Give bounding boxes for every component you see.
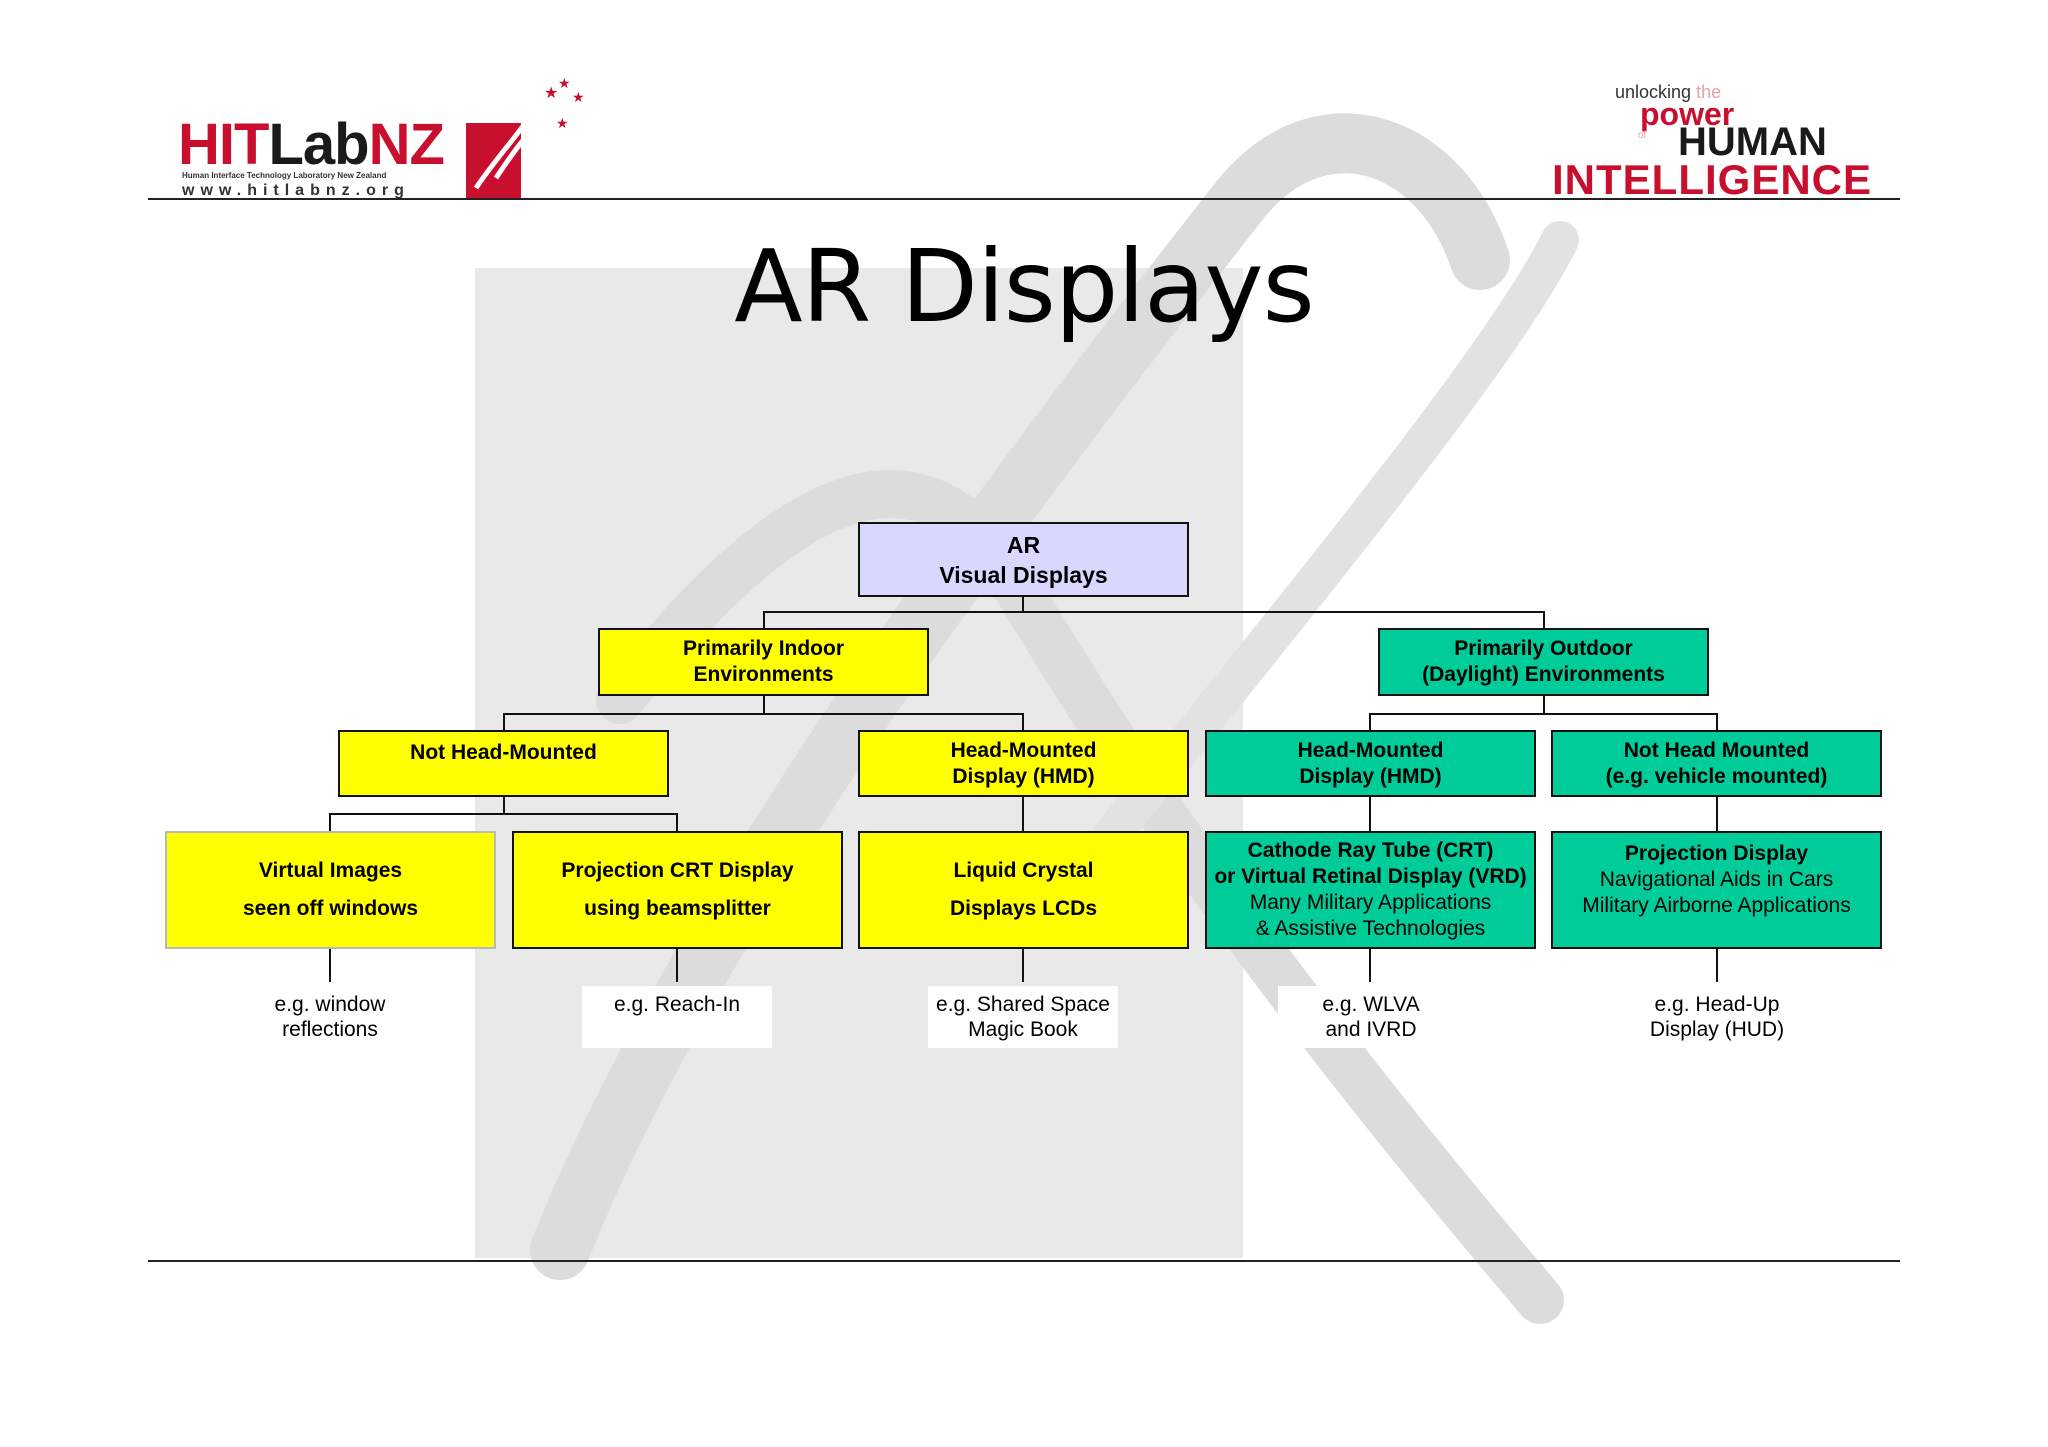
logo-line-unlocking: unlocking the	[1615, 82, 1721, 103]
example-shared-space: e.g. Shared Space Magic Book	[928, 986, 1118, 1048]
node-not-head-mounted: Not Head-Mounted	[338, 730, 669, 797]
example-text: and IVRD	[1325, 1018, 1417, 1041]
logo-text-hit: HIT	[178, 112, 269, 177]
example-text: Display (HUD)	[1649, 1018, 1785, 1041]
logo-of-text: of	[1638, 130, 1647, 141]
node-text: Not Head Mounted	[1623, 738, 1810, 762]
svg-text:★: ★	[556, 115, 569, 131]
example-text: e.g. window	[274, 993, 386, 1016]
node-text: Projection Display	[1624, 842, 1809, 865]
node-text: Primarily Indoor	[682, 637, 845, 660]
node-text: (Daylight) Environments	[1422, 663, 1665, 686]
example-reach-in: e.g. Reach-In	[582, 986, 772, 1048]
node-text: & Assistive Technologies	[1255, 917, 1486, 940]
logo-power-text: power	[1640, 96, 1735, 132]
logo-the-text: the	[1696, 82, 1722, 102]
node-text: or Virtual Retinal Display (VRD)	[1214, 865, 1527, 888]
node-text: Navigational Aids in Cars	[1599, 868, 1834, 891]
node-text: (e.g. vehicle mounted)	[1605, 764, 1828, 788]
node-hmd-indoor: Head-Mounted Display (HMD)	[858, 730, 1189, 797]
node-text: Military Airborne Applications	[1582, 894, 1851, 917]
node-text: using beamsplitter	[584, 897, 771, 920]
node-primarily-indoor: Primarily Indoor Environments	[598, 628, 929, 696]
node-text: Many Military Applications	[1249, 891, 1492, 914]
node-not-head-mounted-outdoor: Not Head Mounted (e.g. vehicle mounted)	[1551, 730, 1882, 797]
logo-text-lab: Lab	[268, 112, 369, 177]
example-text: e.g. Head-Up	[1654, 993, 1780, 1016]
node-projection-display: Projection Display Navigational Aids in …	[1551, 831, 1882, 949]
node-text: Head-Mounted	[950, 738, 1097, 762]
unlocking-power-logo: unlocking the power of HUMAN INTELLIGENC…	[1540, 78, 1900, 203]
guitar-figure-icon: ★ ★ ★ ★	[466, 78, 585, 198]
node-text: Virtual Images	[258, 859, 403, 882]
node-hmd-outdoor: Head-Mounted Display (HMD)	[1205, 730, 1536, 797]
hitlabnz-wordmark: HITLabNZ	[178, 116, 445, 174]
node-liquid-crystal: Liquid Crystal Displays LCDs	[858, 831, 1189, 949]
node-text: Projection CRT Display	[561, 859, 794, 882]
example-text: Magic Book	[968, 1018, 1078, 1041]
logo-intelligence-text: INTELLIGENCE	[1552, 156, 1873, 203]
node-text: Visual Displays	[939, 561, 1108, 588]
svg-text:★: ★	[544, 85, 558, 102]
slide-title: AR Displays	[734, 228, 1314, 345]
node-crt-vrd: Cathode Ray Tube (CRT) or Virtual Retina…	[1205, 831, 1536, 949]
hitlabnz-logo: HITLabNZ ★ ★ ★ ★ Human Interface Technol…	[178, 78, 598, 203]
node-virtual-images: Virtual Images seen off windows	[165, 831, 496, 949]
footer-rule	[148, 1260, 1900, 1262]
node-text: Head-Mounted	[1297, 738, 1444, 762]
logo-text-nz: NZ	[368, 112, 445, 177]
node-text: Primarily Outdoor	[1454, 637, 1633, 660]
header-rule	[148, 198, 1900, 200]
example-text: e.g. Shared Space	[936, 993, 1110, 1016]
node-text: Cathode Ray Tube (CRT)	[1247, 839, 1494, 862]
logo-url: www.hitlabnz.org	[182, 182, 410, 199]
node-projection-crt: Projection CRT Display using beamsplitte…	[512, 831, 843, 949]
node-text: Liquid Crystal	[953, 859, 1094, 882]
node-text: Display (HMD)	[952, 764, 1095, 788]
example-text: e.g. WLVA	[1322, 993, 1420, 1016]
node-text: Display (HMD)	[1299, 764, 1442, 788]
example-head-up-display: e.g. Head-Up Display (HUD)	[1622, 992, 1812, 1042]
example-text: e.g. Reach-In	[613, 993, 741, 1016]
logo-subtitle: Human Interface Technology Laboratory Ne…	[182, 171, 387, 180]
example-wlva: e.g. WLVA and IVRD	[1278, 986, 1464, 1048]
example-text: reflections	[282, 1018, 378, 1041]
svg-text:★: ★	[572, 89, 585, 105]
svg-text:★: ★	[558, 78, 571, 91]
node-text: Not Head-Mounted	[410, 741, 597, 764]
node-ar-visual-displays: AR Visual Displays	[858, 522, 1189, 597]
node-text: Environments	[693, 663, 834, 686]
node-text: AR	[1006, 531, 1041, 558]
logo-unlocking-text: unlocking	[1615, 82, 1692, 102]
node-text: Displays LCDs	[949, 897, 1098, 920]
node-primarily-outdoor: Primarily Outdoor (Daylight) Environment…	[1378, 628, 1709, 696]
logo-human-text: HUMAN	[1678, 120, 1827, 164]
node-text: seen off windows	[242, 897, 418, 920]
example-window-reflections: e.g. window reflections	[235, 992, 425, 1042]
